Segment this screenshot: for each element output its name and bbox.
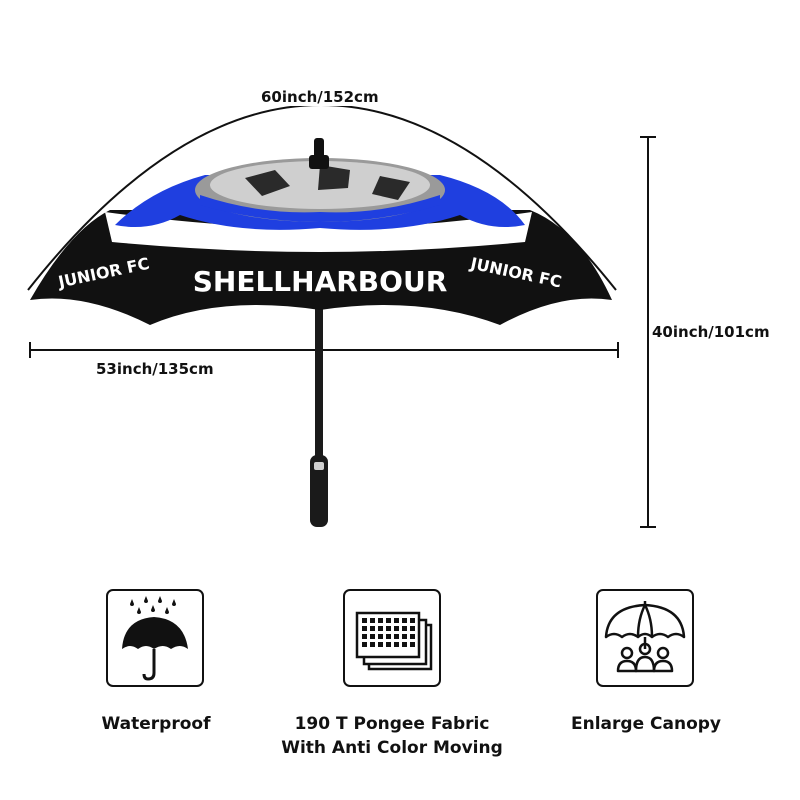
waterproof-label: Waterproof [101, 714, 211, 734]
umbrella-shaft [315, 300, 323, 470]
canopy-width-label: 53inch/135cm [96, 360, 214, 378]
umbrella-illustration: SHELLHARBOUR JUNIOR FC JUNIOR FC [27, 104, 656, 528]
fabric-label-line1: 190 T Pongee Fabric [294, 714, 490, 734]
enlarge-canopy-label: Enlarge Canopy [571, 714, 721, 734]
fabric-label-line2: With Anti Color Moving [281, 738, 503, 758]
canopy-white-band [105, 212, 532, 252]
fabric-layers-icon [355, 611, 433, 671]
fabric-feature-box [343, 589, 441, 687]
canopy-logo-main: SHELLHARBOUR [193, 265, 448, 298]
umbrella-people-icon [604, 601, 686, 673]
height-dimension-line [640, 136, 656, 528]
canopy-feature-box [596, 589, 694, 687]
umbrella-handle [310, 455, 328, 527]
width-dimension-line [29, 342, 619, 358]
arc-length-label: 60inch/152cm [258, 88, 382, 106]
height-label: 40inch/101cm [652, 323, 770, 341]
rain-umbrella-icon [122, 596, 188, 681]
fabric-label: 190 T Pongee Fabric With Anti Color Movi… [262, 712, 522, 760]
waterproof-feature-box [106, 589, 204, 687]
